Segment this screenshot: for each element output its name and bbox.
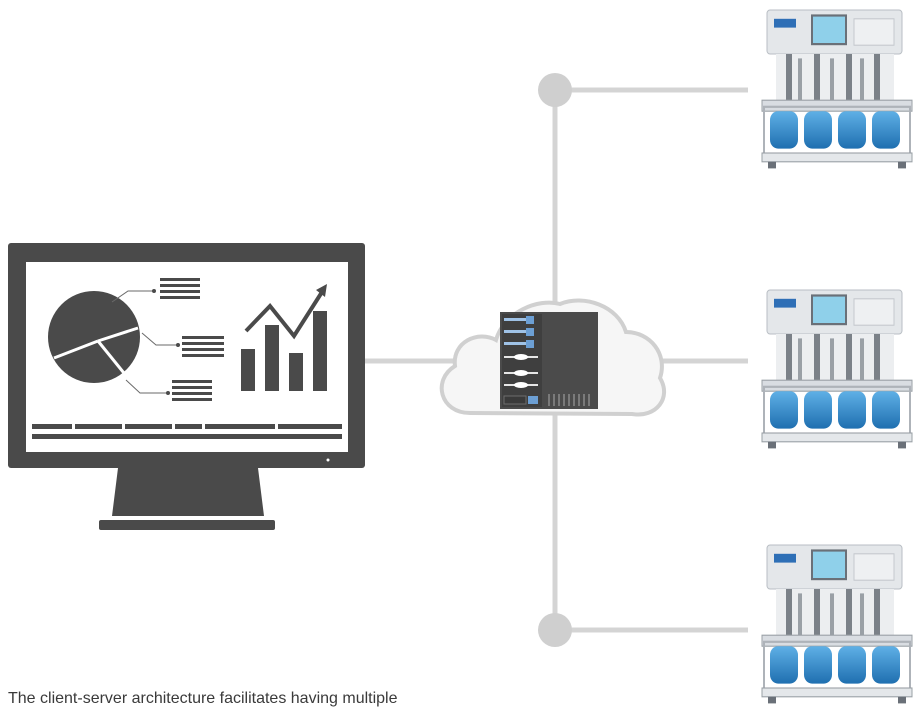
connector-lines — [365, 73, 748, 647]
server-rack-icon — [500, 312, 598, 409]
timeline-bars — [32, 424, 342, 439]
dissolution-tester-icon-bottom — [760, 543, 914, 705]
dissolution-tester-icon-top — [760, 8, 914, 170]
bar-chart-icon — [241, 311, 327, 391]
trend-arrow-icon — [244, 284, 327, 340]
junction-node-top — [538, 73, 572, 107]
label-block-middle — [182, 336, 224, 357]
caption-text: The client-server architecture facilitat… — [8, 690, 398, 707]
monitor-with-dashboard-icon — [8, 243, 365, 530]
dissolution-tester-icon-middle — [760, 288, 914, 450]
label-block-bottom — [172, 380, 212, 401]
monitor-base — [99, 520, 275, 530]
monitor-neck — [112, 468, 264, 516]
junction-node-bottom — [538, 613, 572, 647]
pie-chart-icon — [48, 291, 140, 383]
label-block-top — [160, 278, 200, 299]
